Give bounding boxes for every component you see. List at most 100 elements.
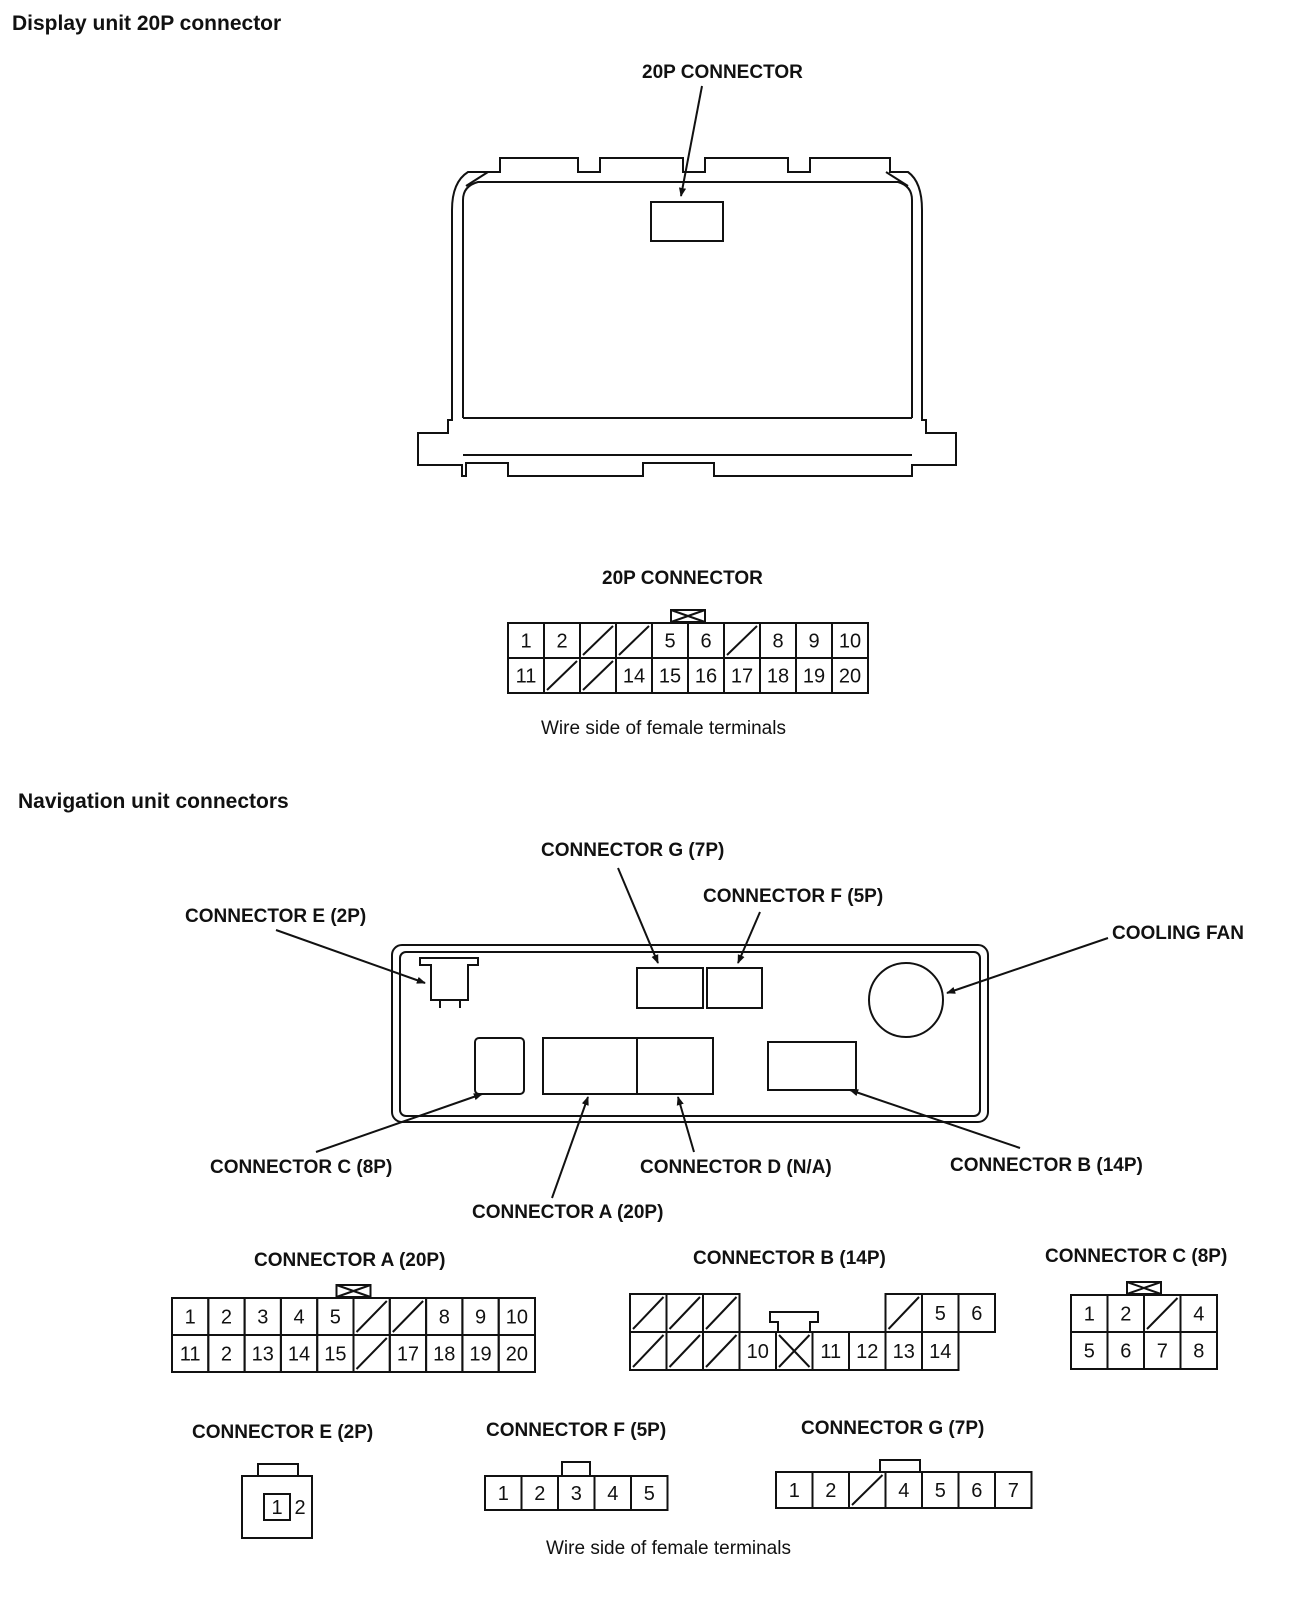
terminal-cell — [630, 1475, 669, 1511]
connector-b-title: CONNECTOR B (14P) — [693, 1248, 886, 1269]
terminal-number: 2 — [534, 1483, 545, 1505]
terminal-number: 16 — [695, 666, 717, 688]
terminal-number: 5 — [664, 631, 675, 653]
nav-connector-e-pointer-arrow — [275, 929, 426, 984]
terminal-number: 2 — [221, 1344, 232, 1366]
display-wire-side-caption: Wire side of female terminals — [541, 718, 786, 739]
nav-connector-e-socket — [419, 957, 479, 1001]
navigation-unit-body — [391, 944, 989, 1123]
terminal-number: 11 — [820, 1341, 841, 1363]
display-20p-connector-title: 20P CONNECTOR — [602, 568, 763, 589]
terminal-number: 10 — [839, 631, 861, 653]
nav-connector-c-pointer-arrow — [315, 1093, 483, 1153]
terminal-number: 9 — [808, 631, 819, 653]
terminal-number: 1 — [271, 1497, 282, 1519]
terminal-number: 18 — [433, 1344, 455, 1366]
terminal-number: 1 — [185, 1307, 196, 1329]
nav-connector-b-pointer-label: CONNECTOR B (14P) — [950, 1155, 1143, 1176]
blank-terminal-mark — [632, 1334, 665, 1368]
terminal-number: 6 — [971, 1303, 982, 1325]
terminal-number: 5 — [330, 1307, 341, 1329]
terminal-cell — [497, 1334, 537, 1373]
terminal-number: 18 — [767, 666, 789, 688]
terminal-number: 2 — [221, 1307, 232, 1329]
terminal-number: 5 — [644, 1483, 655, 1505]
terminal-number: 3 — [257, 1307, 268, 1329]
terminal-number: 8 — [439, 1307, 450, 1329]
nav-connector-f-pointer-arrow — [737, 911, 761, 964]
terminal-number: 4 — [1193, 1304, 1204, 1326]
terminal-number: 13 — [893, 1341, 915, 1363]
terminal-number: 20 — [506, 1344, 528, 1366]
terminal-number: 6 — [971, 1480, 982, 1502]
display-20p-pointer-label: 20P CONNECTOR — [642, 62, 803, 83]
nav-cooling-fan-label: COOLING FAN — [1112, 923, 1244, 944]
connector-g-latch — [879, 1459, 921, 1472]
nav-connector-g-pointer-arrow — [617, 867, 659, 964]
terminal-number: 3 — [571, 1483, 582, 1505]
terminal-number: 2 — [556, 631, 567, 653]
terminal-cell — [921, 1331, 960, 1371]
connector-a-terminal-grid-lock-tab — [335, 1284, 372, 1298]
connector-c-title: CONNECTOR C (8P) — [1045, 1246, 1228, 1267]
display-section-heading: Display unit 20P connector — [12, 12, 282, 35]
connector-b-latch — [769, 1311, 819, 1333]
terminal-cell — [994, 1471, 1033, 1509]
terminal-number: 1 — [1084, 1304, 1095, 1326]
terminal-number: 2 — [1120, 1304, 1131, 1326]
display-20p-terminal-grid-lock-tab — [670, 609, 706, 623]
terminal-number: 9 — [475, 1307, 486, 1329]
blank-terminal-mark — [582, 660, 614, 691]
blank-terminal-mark — [705, 1334, 738, 1368]
terminal-number: 19 — [469, 1344, 491, 1366]
blank-terminal-mark — [668, 1296, 701, 1330]
terminal-cell — [263, 1493, 291, 1521]
nav-connector-g-pointer-label: CONNECTOR G (7P) — [541, 840, 725, 861]
terminal-number: 7 — [1008, 1480, 1019, 1502]
terminal-number: 19 — [803, 666, 825, 688]
terminal-cell — [1179, 1331, 1218, 1370]
blocked-terminal-mark — [778, 1334, 811, 1368]
terminal-number: 17 — [397, 1344, 419, 1366]
display-unit-body — [417, 157, 957, 477]
nav-connector-f-socket — [706, 967, 763, 1009]
nav-connector-a-pointer-arrow — [551, 1096, 589, 1199]
terminal-number: 11 — [516, 666, 537, 688]
terminal-number: 6 — [700, 631, 711, 653]
connector-f-terminal-grid: 1 2 3 4 5 — [484, 1461, 669, 1511]
blank-terminal-mark — [355, 1337, 388, 1370]
terminal-number: 10 — [747, 1341, 769, 1363]
terminal-number: 4 — [607, 1483, 618, 1505]
blank-terminal-mark — [355, 1300, 388, 1333]
navigation-section-heading: Navigation unit connectors — [18, 790, 289, 813]
blank-terminal-mark — [726, 625, 758, 656]
terminal-number: 4 — [293, 1307, 304, 1329]
terminal-number: 12 — [856, 1341, 878, 1363]
terminal-number: 15 — [659, 666, 681, 688]
blank-terminal-mark — [618, 625, 650, 656]
blank-terminal-mark — [632, 1296, 665, 1330]
terminal-number: 14 — [929, 1341, 951, 1363]
terminal-number: 4 — [898, 1480, 909, 1502]
terminal-number: 1 — [498, 1483, 509, 1505]
blank-terminal-mark — [392, 1300, 424, 1333]
nav-connector-b-socket — [767, 1041, 857, 1091]
connector-b-terminal-grid: 5 6 10 11 12 13 14 — [629, 1293, 996, 1371]
nav-connector-e-pointer-label: CONNECTOR E (2P) — [185, 906, 367, 927]
nav-connector-d-pointer-label: CONNECTOR D (N/A) — [640, 1157, 832, 1178]
navigation-wire-side-caption: Wire side of female terminals — [546, 1538, 791, 1559]
blank-terminal-mark — [668, 1334, 701, 1368]
terminal-number: 5 — [1084, 1341, 1095, 1363]
blank-terminal-mark — [851, 1474, 884, 1506]
connector-f-title: CONNECTOR F (5P) — [486, 1420, 667, 1441]
terminal-number: 5 — [935, 1303, 946, 1325]
connector-c-terminal-grid-lock-tab — [1126, 1281, 1162, 1295]
nav-connector-b-pointer-arrow — [849, 1089, 1021, 1149]
blank-terminal-mark — [887, 1296, 920, 1330]
terminal-number: 1 — [520, 631, 531, 653]
terminal-number: 7 — [1157, 1341, 1168, 1363]
